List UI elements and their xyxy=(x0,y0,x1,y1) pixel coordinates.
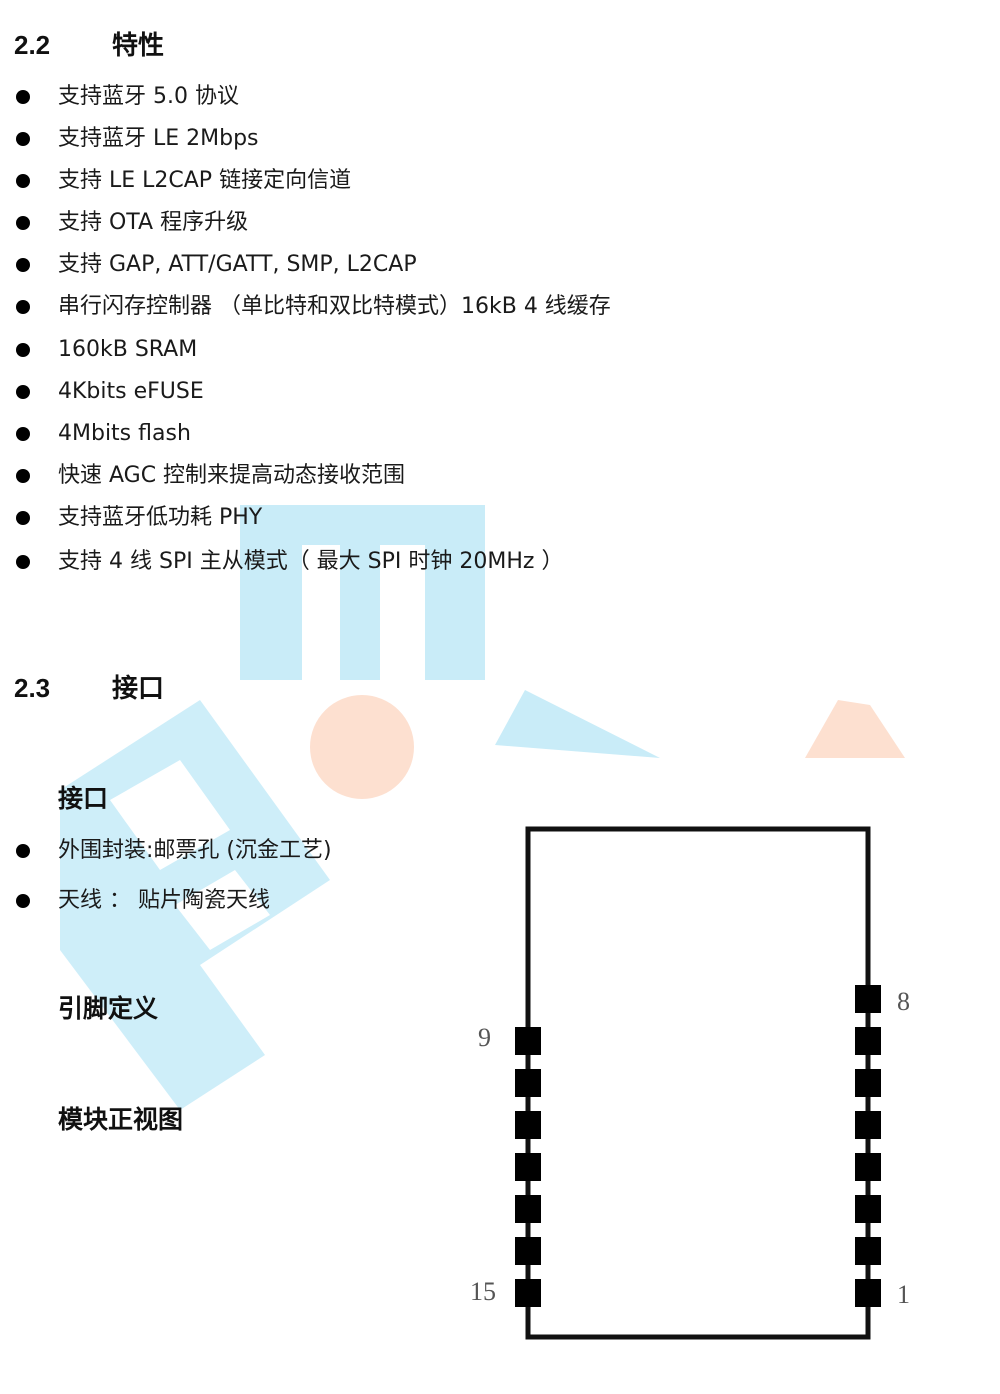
bullet-icon xyxy=(16,90,30,104)
pin-pad xyxy=(855,1237,881,1265)
pin-pad xyxy=(855,1111,881,1139)
pin-pad xyxy=(515,1237,541,1265)
section-number: 2.3 xyxy=(14,673,51,703)
list-item-text: 快速 AGC 控制来提高动态接收范围 xyxy=(58,463,406,488)
bullet-icon xyxy=(16,427,30,441)
list-item-text: 支持 OTA 程序升级 xyxy=(58,210,249,235)
pin-pad xyxy=(855,1153,881,1181)
pin-label-15: 15 xyxy=(470,1277,496,1306)
section-title: 特性 xyxy=(112,30,165,60)
bullet-icon xyxy=(16,300,30,314)
pin-pad xyxy=(515,1111,541,1139)
bullet-icon xyxy=(16,174,30,188)
left-pad-group xyxy=(515,1027,541,1307)
list-item-text: 支持蓝牙 5.0 协议 xyxy=(58,84,239,109)
bullet-icon xyxy=(16,511,30,525)
bullet-icon xyxy=(16,555,30,569)
list-item-text: 外围封装:邮票孔 (沉金工艺) xyxy=(58,838,332,863)
section-number: 2.2 xyxy=(14,30,51,60)
pin-pad xyxy=(515,1153,541,1181)
pin-pad xyxy=(855,1027,881,1055)
list-item-text: 4Mbits flash xyxy=(58,421,191,446)
pin-pad xyxy=(855,1279,881,1307)
bullet-icon xyxy=(16,469,30,483)
bullet-icon xyxy=(16,216,30,230)
list-item-text: 支持 GAP, ATT/GATT, SMP, L2CAP xyxy=(58,252,417,277)
pin-pad xyxy=(855,1069,881,1097)
interface-subheading: 接口 xyxy=(58,784,109,813)
pin-pad xyxy=(855,985,881,1013)
bullet-icon xyxy=(16,132,30,146)
list-item-text: 4Kbits eFUSE xyxy=(58,379,204,404)
pin-pad xyxy=(855,1195,881,1223)
pin-pad xyxy=(515,1069,541,1097)
section-heading-interface: 2.3 接口 xyxy=(14,673,164,703)
watermark-shapes xyxy=(60,505,905,1110)
module-outline-svg xyxy=(515,826,881,1340)
pin-label-8: 8 xyxy=(897,987,910,1016)
module-outline xyxy=(525,826,871,1340)
pin-pad xyxy=(515,1195,541,1223)
list-item-text: 160kB SRAM xyxy=(58,337,198,362)
bullet-icon xyxy=(16,894,30,908)
pin-label-9: 9 xyxy=(478,1023,491,1052)
front-view-heading: 模块正视图 xyxy=(58,1105,184,1134)
section-heading-features: 2.2 特性 xyxy=(14,30,164,60)
bullet-icon xyxy=(16,385,30,399)
list-item-text: 支持蓝牙低功耗 PHY xyxy=(58,505,263,530)
pin-label-1: 1 xyxy=(897,1280,910,1309)
bullet-icon xyxy=(16,844,30,858)
right-pad-group xyxy=(855,985,881,1307)
list-item-text: 串行闪存控制器 （单比特和双比特模式）16kB 4 线缓存 xyxy=(58,294,611,319)
list-item-text: 天线 ： 贴片陶瓷天线 xyxy=(58,888,270,913)
pin-pad xyxy=(515,1027,541,1055)
section-title: 接口 xyxy=(112,673,165,703)
list-item-text: 支持蓝牙 LE 2Mbps xyxy=(58,126,259,151)
bullet-icon xyxy=(16,258,30,272)
bullet-icon xyxy=(16,343,30,357)
module-front-view-diagram: 9 15 8 1 xyxy=(460,815,940,1355)
pin-definition-heading: 引脚定义 xyxy=(58,994,159,1023)
list-item-text: 支持 LE L2CAP 链接定向信道 xyxy=(58,168,352,193)
pin-pad xyxy=(515,1279,541,1307)
list-item-text: 支持 4 线 SPI 主从模式（ 最大 SPI 时钟 20MHz ） xyxy=(58,549,564,574)
